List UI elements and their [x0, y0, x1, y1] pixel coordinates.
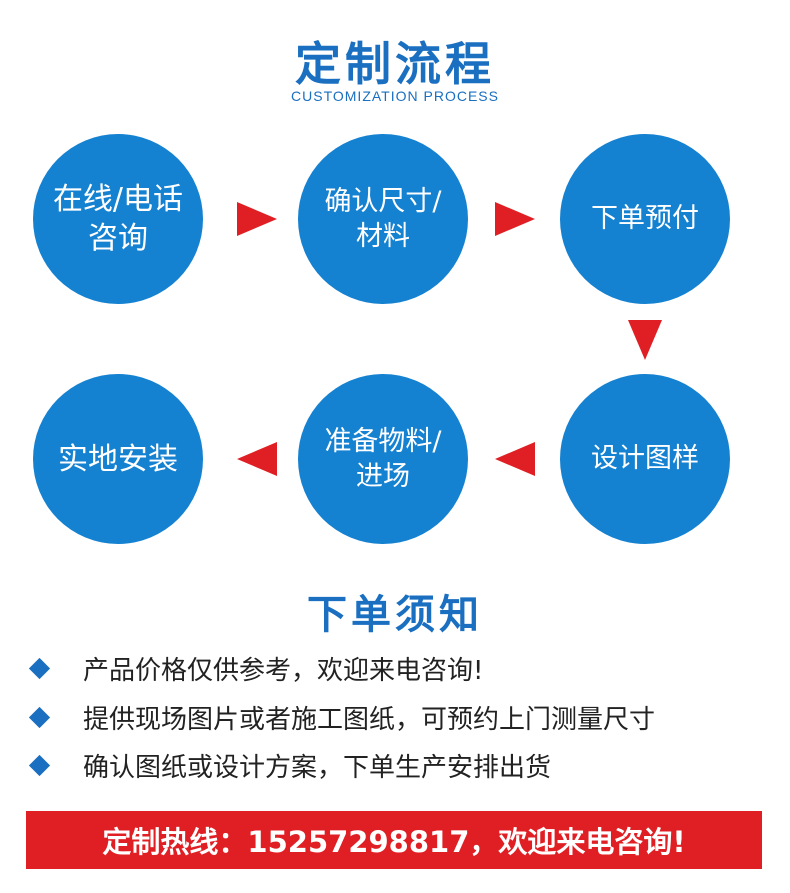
- list-item: 产品价格仅供参考，欢迎来电咨询!: [24, 648, 784, 688]
- step-confirm-size: 确认尺寸/材料: [298, 134, 468, 304]
- arrow-left-icon: [237, 442, 277, 476]
- diamond-bullet-icon: [28, 706, 51, 728]
- note-text: 确认图纸或设计方案，下单生产安排出货: [83, 752, 552, 783]
- arrow-down-icon: [628, 320, 662, 360]
- step-label: 下单预付: [591, 203, 699, 235]
- list-item: 提供现场图片或者施工图纸，可预约上门测量尺寸: [24, 697, 784, 737]
- arrow-left-icon: [495, 442, 535, 476]
- page-subtitle: CUSTOMIZATION PROCESS: [291, 88, 499, 104]
- arrow-right-icon: [237, 202, 277, 236]
- step-label: 实地安装: [58, 441, 178, 477]
- hotline-banner: 定制热线：15257298817，欢迎来电咨询!: [26, 811, 762, 869]
- note-text: 提供现场图片或者施工图纸，可预约上门测量尺寸: [83, 704, 656, 735]
- step-prepare-materials: 准备物料/进场: [298, 374, 468, 544]
- step-design: 设计图样: [560, 374, 730, 544]
- notes-title: 下单须知: [307, 592, 483, 638]
- step-label: 设计图样: [591, 443, 699, 475]
- list-item: 确认图纸或设计方案，下单生产安排出货: [24, 745, 784, 785]
- step-install: 实地安装: [33, 374, 203, 544]
- diamond-bullet-icon: [28, 657, 51, 679]
- step-order-prepay: 下单预付: [560, 134, 730, 304]
- step-label: 在线/电话咨询: [52, 182, 184, 256]
- note-text: 产品价格仅供参考，欢迎来电咨询!: [83, 655, 484, 686]
- step-consult: 在线/电话咨询: [33, 134, 203, 304]
- diamond-bullet-icon: [28, 754, 51, 776]
- page-title: 定制流程: [295, 37, 495, 91]
- step-label: 确认尺寸/材料: [324, 185, 442, 252]
- arrow-right-icon: [495, 202, 535, 236]
- step-label: 准备物料/进场: [324, 425, 442, 492]
